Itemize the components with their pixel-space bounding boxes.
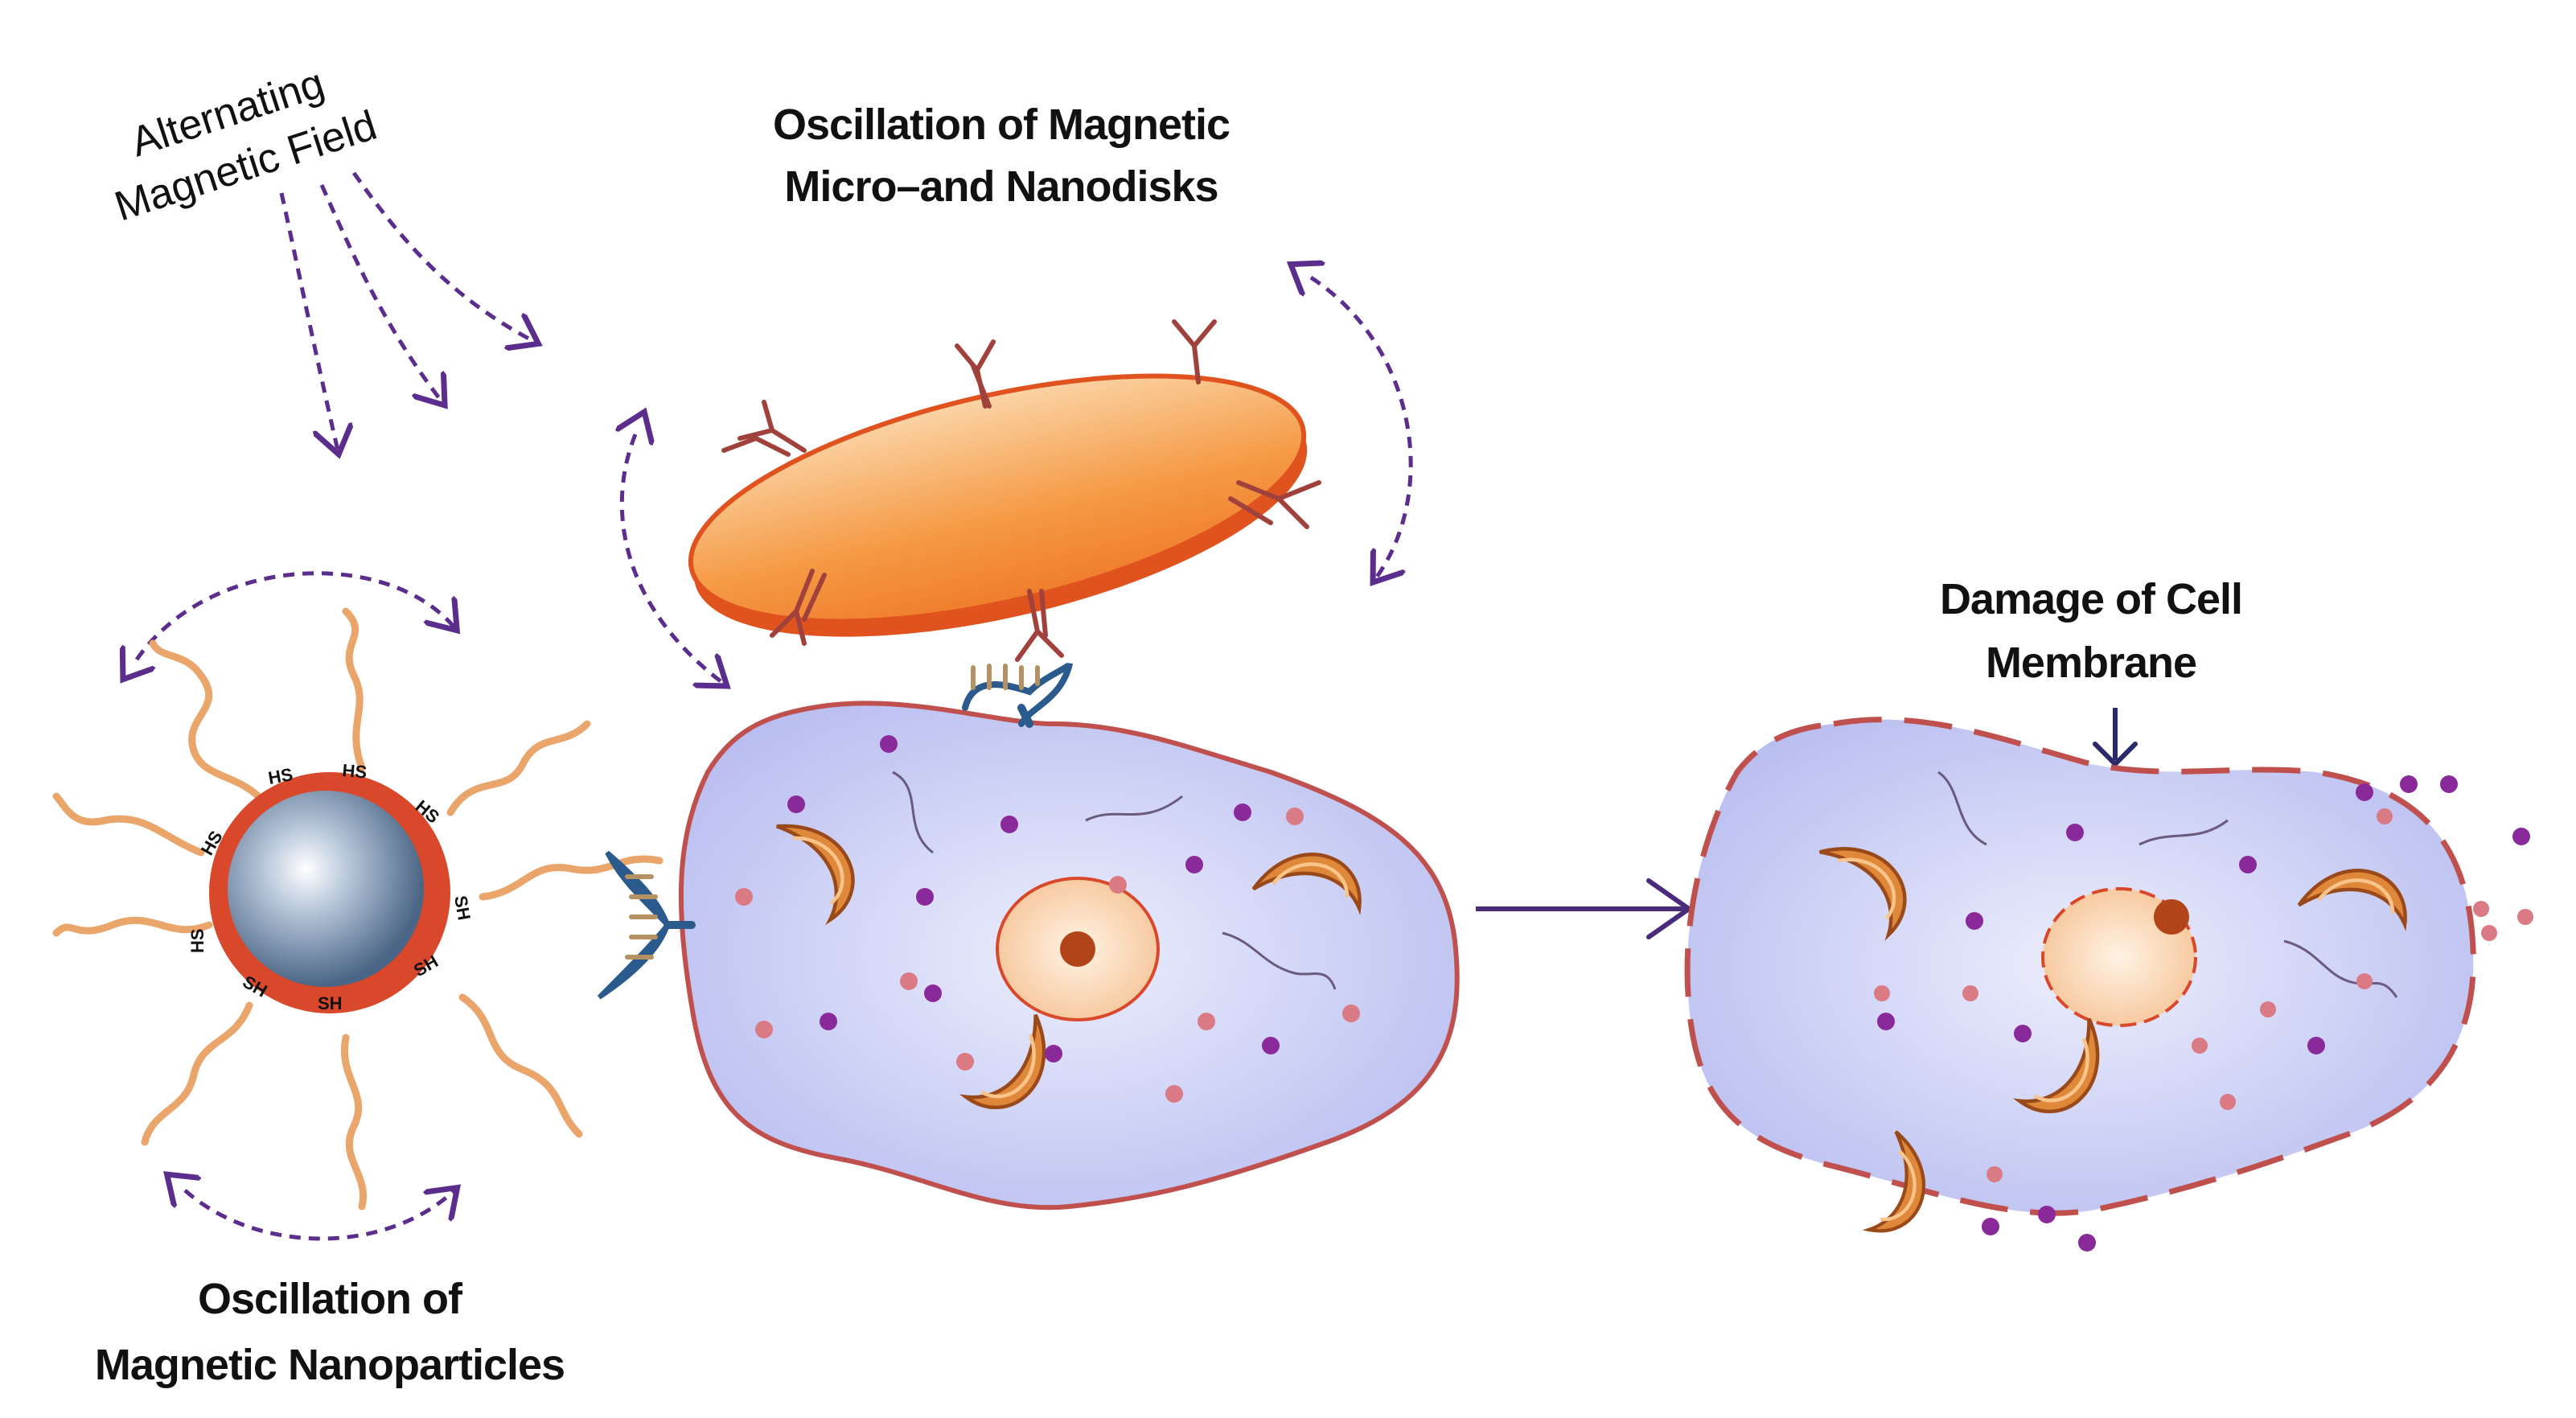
damage-pointer-arrow [2093,708,2138,768]
ligand-label: HS [342,760,368,783]
damaged-cell-nucleolus [2154,899,2189,935]
field-arrow-3 [351,171,535,342]
damage-label-line2: Membrane [1986,639,2196,687]
np-oscillation-arrow-bottom [185,1190,454,1241]
nanodisk [688,373,1308,637]
nanoparticle-ligand-waves [52,607,664,1210]
target-cell [678,701,1460,1210]
ligand-label: HS [187,928,207,953]
np-oscillation-arrow-top [137,571,454,660]
cell-particles [735,735,1360,1103]
disk-oscillation-arrow-right [1311,277,1413,579]
process-arrow [1476,878,1694,939]
np-label-line1: Oscillation of [198,1275,463,1323]
disks-label-line1: Oscillation of Magnetic [773,101,1230,149]
nanoparticle-core [228,791,424,987]
field-arrow-1 [279,192,338,450]
leaked-contents [1841,775,2533,1252]
alternating-field-group: Alternating Magnetic Field [109,60,535,450]
disks-label-line2: Micro–and Nanodisks [784,162,1218,211]
ligand-label: SH [318,993,343,1013]
damaged-cell-particles [1874,783,2373,1110]
damage-label-line1: Damage of Cell [1940,575,2242,623]
receptor-left [597,850,696,1000]
np-label-line2: Magnetic Nanoparticles [95,1341,565,1389]
ligand-label: SH [450,894,475,922]
disk-antibodies [721,319,1321,662]
nanoparticle [209,772,450,1013]
receptor-top [962,662,1073,728]
ligand-label: HS [267,764,294,788]
cell-nucleolus [1060,931,1095,967]
field-arrow-2 [319,183,442,402]
disk-oscillation-arrow-left [622,434,724,684]
damaged-cell [1684,717,2476,1216]
